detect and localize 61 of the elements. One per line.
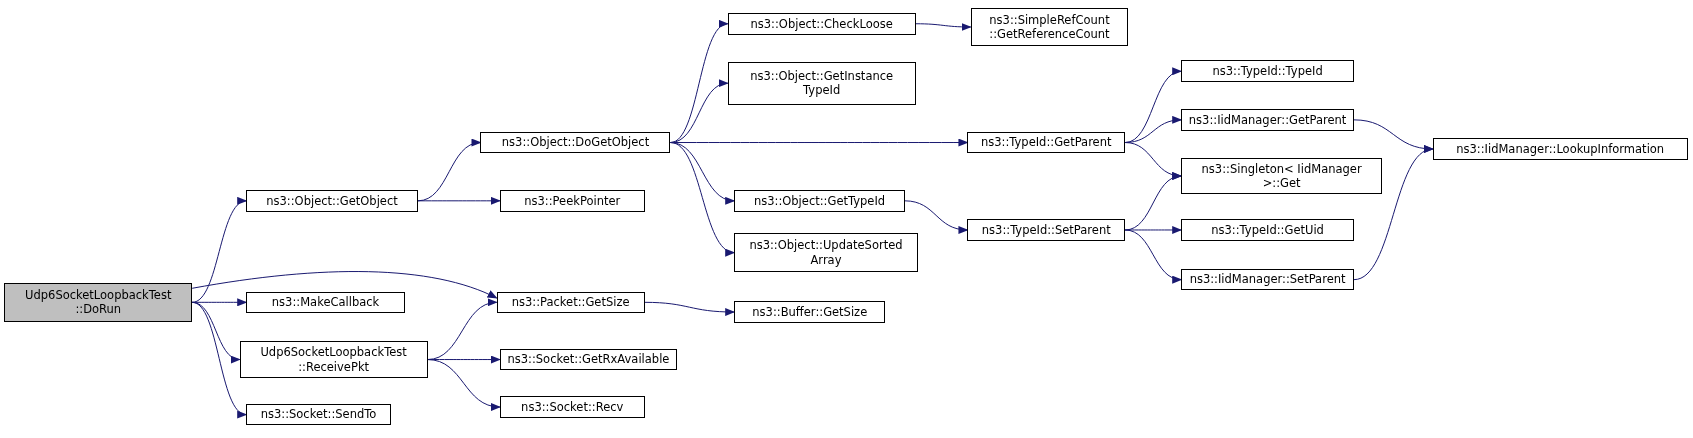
function-name: ns3::IidManager::SetParent [1189, 272, 1346, 287]
function-box [1181, 219, 1354, 241]
call-arrow [417, 196, 501, 205]
call-arrow [644, 301, 736, 316]
function-name: ns3::Packet::GetSize [511, 295, 630, 310]
call-arrow [191, 199, 248, 303]
function-box [496, 291, 645, 314]
call-arrow [670, 23, 729, 143]
root-function-box [4, 282, 193, 322]
function-box [239, 341, 428, 378]
function-box [1181, 109, 1354, 131]
function-box [967, 219, 1126, 241]
function-name: ns3::Object::DoGetObject [501, 135, 650, 150]
call-arrow [1124, 226, 1183, 234]
call-arrow [1353, 147, 1434, 281]
function-name: ns3::Object::GetTypeId [753, 193, 886, 208]
function-name: ns3::Object::UpdateSorted Array [748, 238, 904, 267]
function-name: ns3::TypeId::GetUid [1211, 222, 1324, 238]
function-name: ns3::Object::CheckLoose [750, 16, 893, 31]
function-box [1181, 60, 1354, 83]
function-box [1181, 268, 1354, 291]
function-name: Udp6SocketLoopbackTest ::DoRun [24, 287, 173, 317]
call-arrow [904, 200, 969, 234]
function-name: ns3::TypeId::SetParent [981, 222, 1111, 238]
function-box [727, 12, 916, 35]
function-name: ns3::Socket::SendTo [260, 407, 377, 422]
function-name: ns3::Object::GetObject [266, 193, 398, 208]
function-box [967, 131, 1126, 154]
function-name: ns3::MakeCallback [271, 295, 380, 310]
call-arrow [427, 359, 501, 411]
function-name: ns3::Buffer::GetSize [752, 304, 868, 320]
call-arrow [191, 301, 248, 416]
function-box [246, 291, 405, 314]
function-name: ns3::TypeId::GetParent [980, 135, 1112, 150]
function-name: ns3::Socket::GetRxAvailable [507, 352, 670, 367]
call-arrow [191, 271, 498, 299]
function-name: ns3::IidManager::GetParent [1188, 112, 1347, 128]
function-box [727, 61, 916, 105]
function-box [970, 7, 1129, 47]
function-box [499, 348, 677, 371]
function-box [499, 396, 645, 418]
call-arrow [670, 142, 736, 254]
function-name: ns3::Singleton< IidManager >::Get [1200, 161, 1363, 191]
function-box [480, 131, 671, 154]
function-box [734, 301, 886, 323]
function-box [1432, 138, 1688, 160]
function-name: ns3::Socket::Recv [521, 399, 624, 415]
function-box [734, 233, 918, 273]
function-box [1181, 157, 1382, 195]
call-arrow [915, 22, 972, 31]
function-box [734, 190, 905, 212]
function-box [246, 403, 391, 426]
call-arrow [1124, 229, 1183, 283]
function-name: ns3::PeekPointer [524, 193, 621, 208]
function-name: ns3::IidManager::LookupInformation [1456, 141, 1665, 157]
function-box [246, 190, 418, 212]
function-name: ns3::SimpleRefCount ::GetReferenceCount [988, 12, 1111, 42]
function-box [499, 190, 645, 212]
function-name: ns3::Object::GetInstance TypeId [749, 68, 895, 98]
function-name: Udp6SocketLoopbackTest ::ReceivePkt [259, 345, 408, 374]
function-name: ns3::TypeId::TypeId [1212, 64, 1323, 79]
